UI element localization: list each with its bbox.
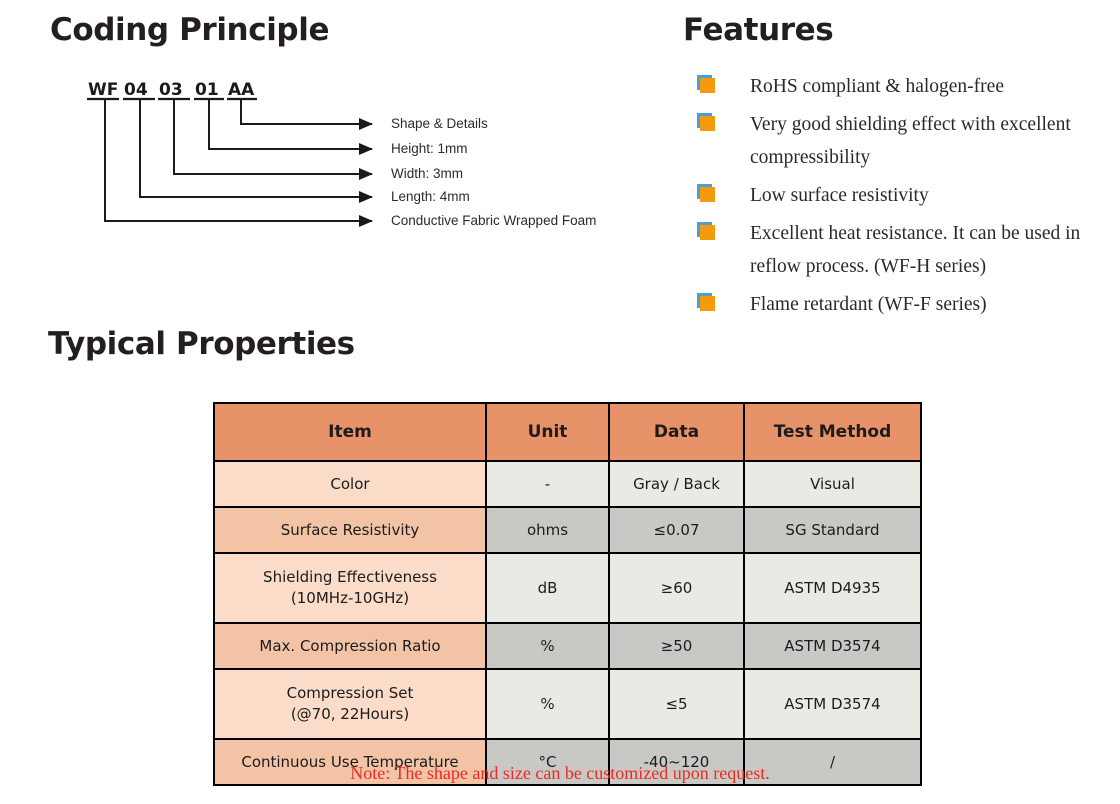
table-row: Continuous Use Temperature °C -40~120 / xyxy=(213,738,922,786)
code-token-wf: WF xyxy=(88,80,119,100)
cell-unit: % xyxy=(485,622,610,670)
feature-item: Flame retardant (WF-F series) xyxy=(697,288,1107,321)
cell-data: -40~120 xyxy=(608,738,745,786)
feature-text: RoHS compliant & halogen-free xyxy=(750,76,1004,97)
cell-item: Color xyxy=(213,460,487,508)
cell-data: ≤5 xyxy=(608,668,745,740)
page-title-features: Features xyxy=(683,12,834,48)
cell-item-line1: Compression Set xyxy=(286,684,414,702)
table-row: Color - Gray / Back Visual xyxy=(213,460,922,508)
typical-properties-table: Item Unit Data Test Method Color - Gray … xyxy=(213,402,922,786)
cell-data: Gray / Back xyxy=(608,460,745,508)
table-note: Note: The shape and size can be customiz… xyxy=(350,763,770,783)
code-token-length: 04 xyxy=(124,80,148,100)
table-row: Shielding Effectiveness (10MHz-10GHz) dB… xyxy=(213,552,922,624)
feature-text: Excellent heat resistance. It can be use… xyxy=(750,223,1081,277)
cell-item: Max. Compression Ratio xyxy=(213,622,487,670)
cell-item-line2: (10MHz-10GHz) xyxy=(290,589,410,607)
cell-unit: °C xyxy=(485,738,610,786)
column-header-unit: Unit xyxy=(485,402,610,462)
leader-label-length: Length: 4mm xyxy=(391,189,470,204)
cell-method: ASTM D3574 xyxy=(743,668,922,740)
orange-square-bullet-icon xyxy=(697,184,717,206)
coding-principle-diagram: WF 04 03 01 AA Shape & Details Height: xyxy=(0,0,680,250)
cell-method: ASTM D4935 xyxy=(743,552,922,624)
feature-item: Excellent heat resistance. It can be use… xyxy=(697,217,1107,283)
feature-item: Very good shielding effect with excellen… xyxy=(697,108,1107,174)
leader-label-shape: Shape & Details xyxy=(391,116,488,131)
column-header-data: Data xyxy=(608,402,745,462)
leader-label-material: Conductive Fabric Wrapped Foam xyxy=(391,213,597,228)
orange-square-bullet-icon xyxy=(697,75,717,97)
table-row: Surface Resistivity ohms ≤0.07 SG Standa… xyxy=(213,506,922,554)
cell-item: Compression Set (@70, 22Hours) xyxy=(213,668,487,740)
page-title-typical-properties: Typical Properties xyxy=(48,326,355,362)
page-title-coding-principle: Coding Principle xyxy=(50,12,330,48)
code-token-height: 01 xyxy=(195,80,219,100)
cell-unit: - xyxy=(485,460,610,508)
column-header-method: Test Method xyxy=(743,402,922,462)
cell-unit: ohms xyxy=(485,506,610,554)
cell-item: Shielding Effectiveness (10MHz-10GHz) xyxy=(213,552,487,624)
orange-square-bullet-icon xyxy=(697,222,717,244)
orange-square-bullet-icon xyxy=(697,293,717,315)
cell-method: Visual xyxy=(743,460,922,508)
cell-item-line2: (@70, 22Hours) xyxy=(290,705,410,723)
table-row: Compression Set (@70, 22Hours) % ≤5 ASTM… xyxy=(213,668,922,740)
cell-item: Continuous Use Temperature xyxy=(213,738,487,786)
cell-data: ≤0.07 xyxy=(608,506,745,554)
column-header-item: Item xyxy=(213,402,487,462)
features-list: RoHS compliant & halogen-free Very good … xyxy=(697,70,1107,326)
cell-unit: dB xyxy=(485,552,610,624)
leader-lines-svg xyxy=(87,97,373,227)
feature-text: Flame retardant (WF-F series) xyxy=(750,294,987,315)
table-header-row: Item Unit Data Test Method xyxy=(213,402,922,462)
feature-item: Low surface resistivity xyxy=(697,179,1107,212)
cell-data: ≥50 xyxy=(608,622,745,670)
feature-text: Very good shielding effect with excellen… xyxy=(750,114,1071,168)
cell-item-line1: Shielding Effectiveness xyxy=(263,568,437,586)
cell-method: / xyxy=(743,738,922,786)
leader-label-width: Width: 3mm xyxy=(391,166,464,181)
feature-text: Low surface resistivity xyxy=(750,185,929,206)
cell-data: ≥60 xyxy=(608,552,745,624)
table-row: Max. Compression Ratio % ≥50 ASTM D3574 xyxy=(213,622,922,670)
leader-label-height: Height: 1mm xyxy=(391,141,468,156)
cell-method: SG Standard xyxy=(743,506,922,554)
cell-method: ASTM D3574 xyxy=(743,622,922,670)
cell-unit: % xyxy=(485,668,610,740)
code-token-width: 03 xyxy=(159,80,183,100)
feature-item: RoHS compliant & halogen-free xyxy=(697,70,1107,103)
cell-item: Surface Resistivity xyxy=(213,506,487,554)
code-token-shape: AA xyxy=(228,80,255,100)
orange-square-bullet-icon xyxy=(697,113,717,135)
